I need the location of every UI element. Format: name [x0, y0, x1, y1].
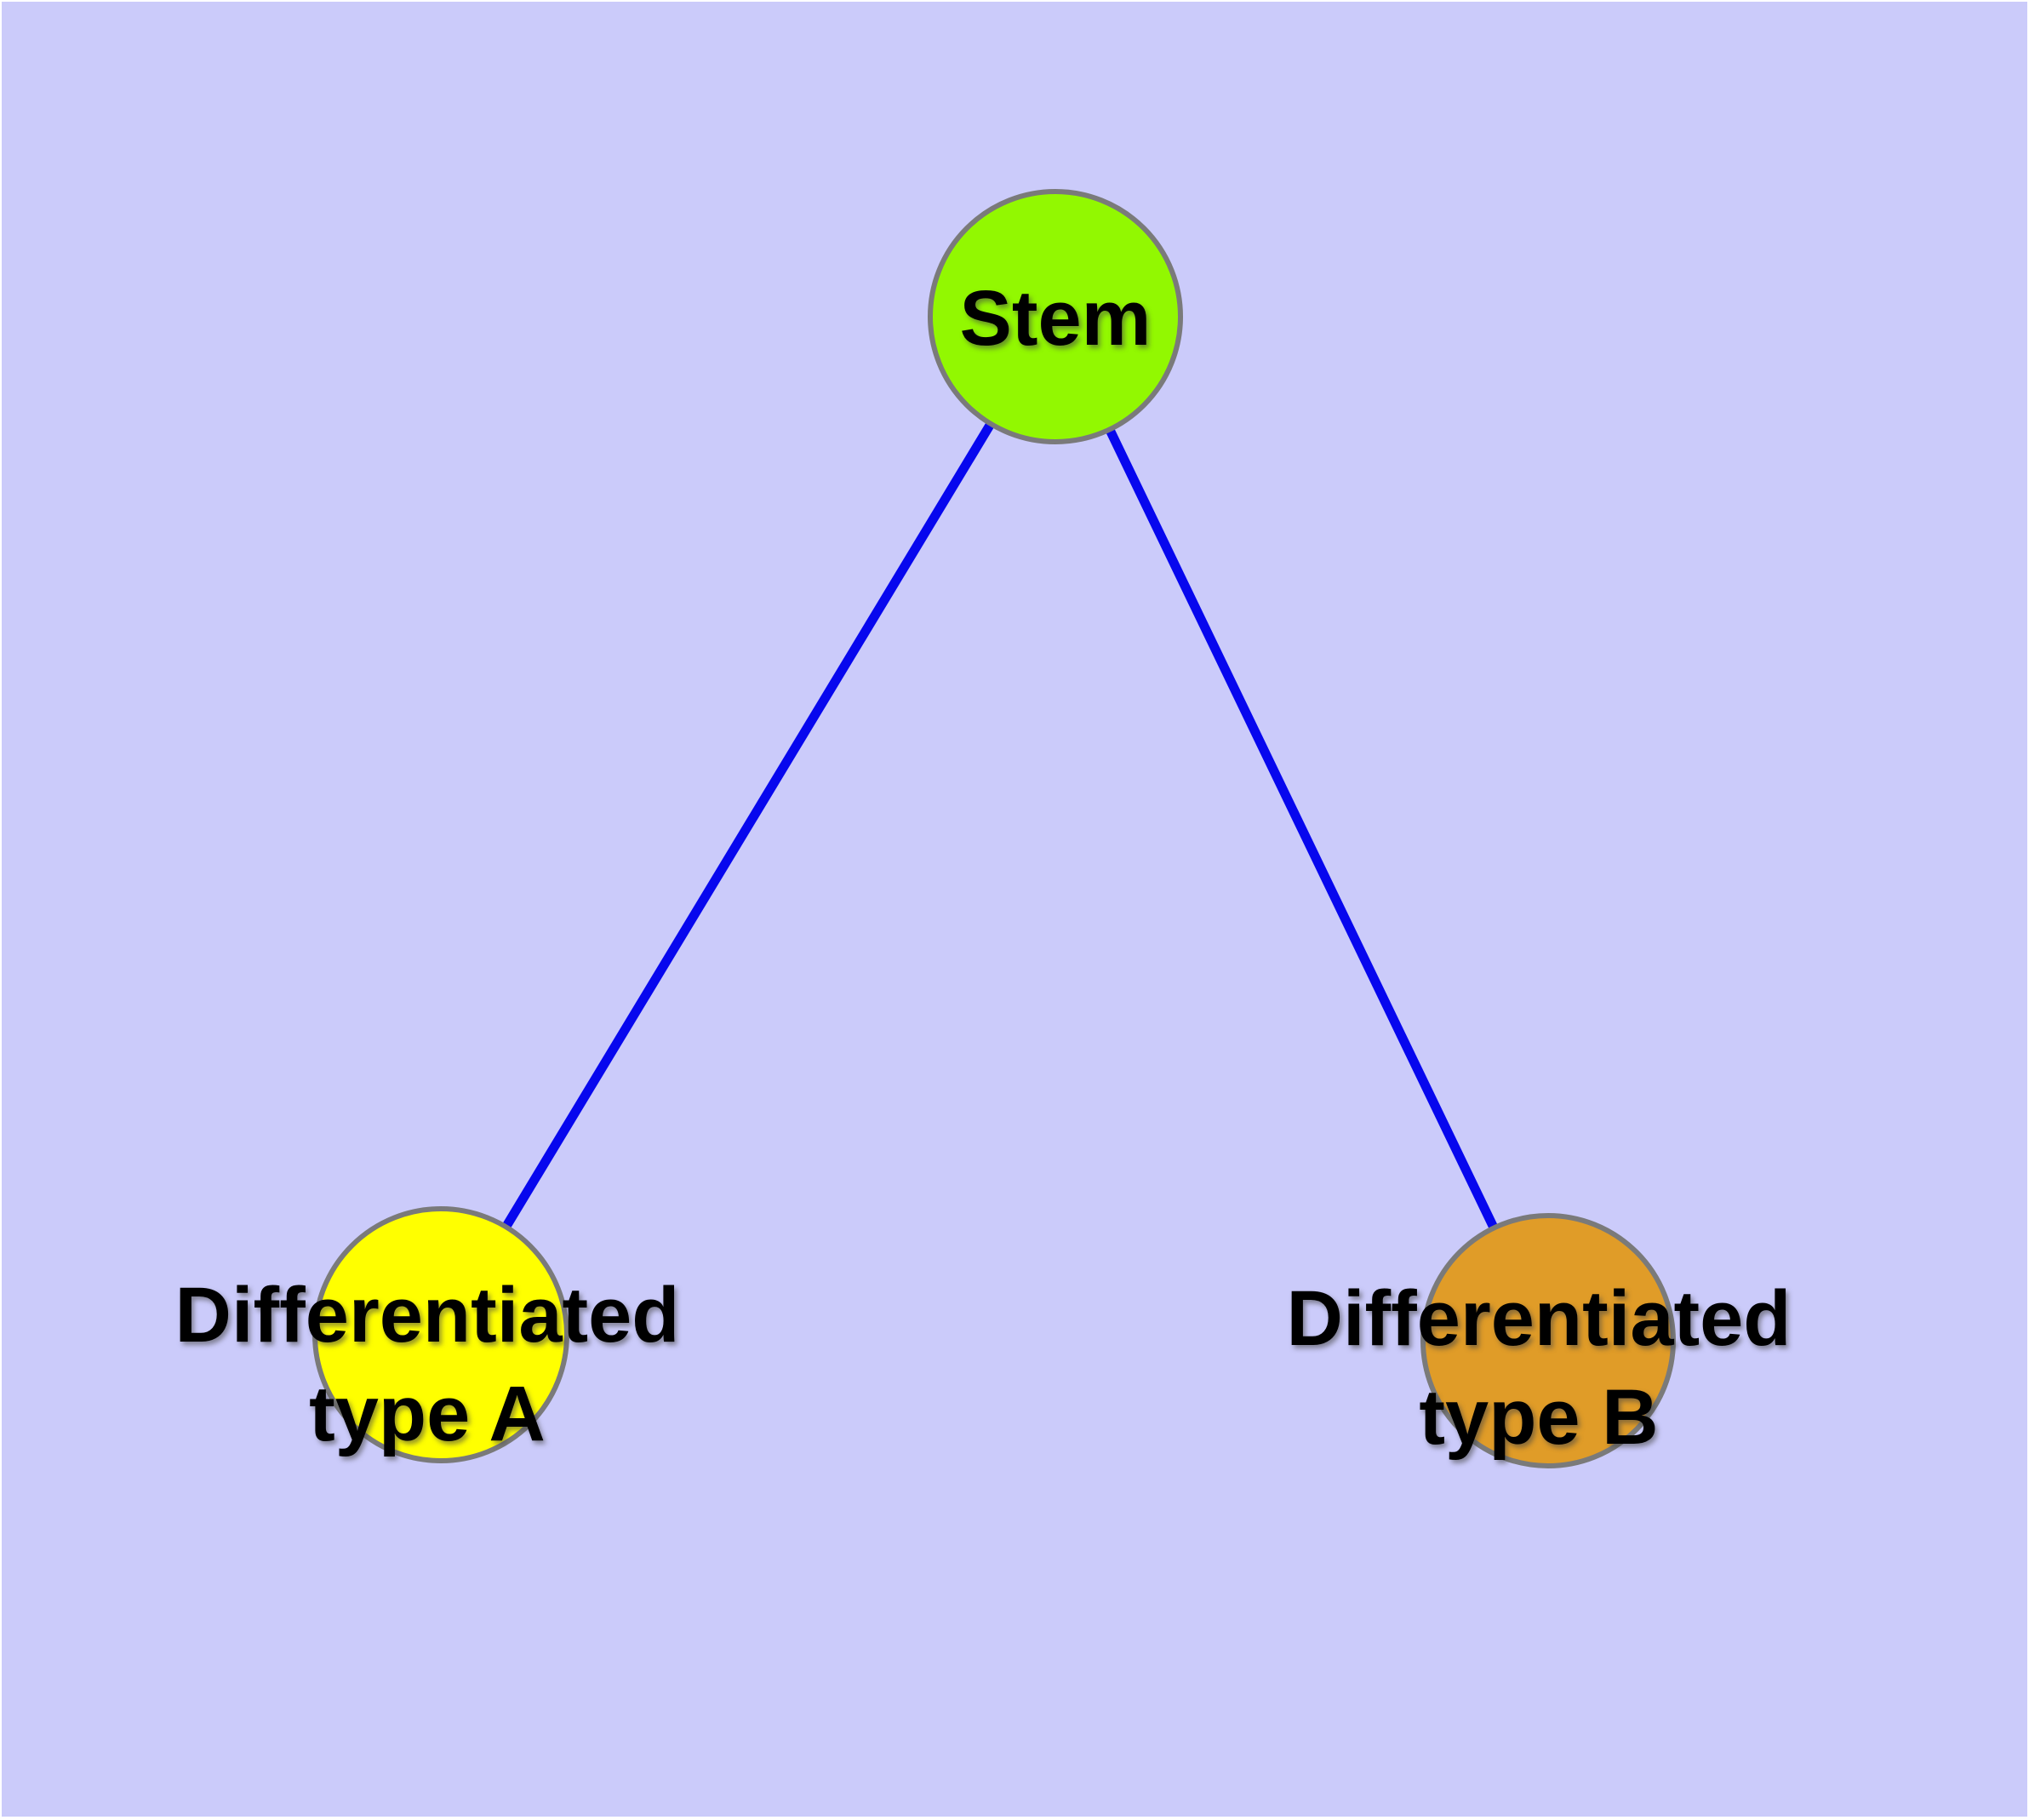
label-differentiated-type-b: Differentiated type B: [1287, 1269, 1792, 1467]
label-type-a-line-2: type A: [309, 1371, 546, 1457]
label-stem-line: Stem: [959, 275, 1152, 362]
label-stem: Stem: [960, 269, 1152, 368]
label-type-b-line-2: type B: [1419, 1374, 1659, 1461]
node-differentiated-type-b[interactable]: [1420, 1213, 1676, 1468]
label-differentiated-type-a: Differentiated type A: [175, 1266, 680, 1463]
node-differentiated-type-a[interactable]: [312, 1206, 569, 1463]
node-stem[interactable]: [928, 189, 1183, 444]
edge-stem-to-type-a: [437, 314, 1060, 1337]
label-type-b-line-1: Differentiated: [1286, 1275, 1792, 1362]
label-type-a-line-1: Differentiated: [174, 1272, 680, 1359]
edge-stem-to-type-b: [1051, 314, 1552, 1343]
